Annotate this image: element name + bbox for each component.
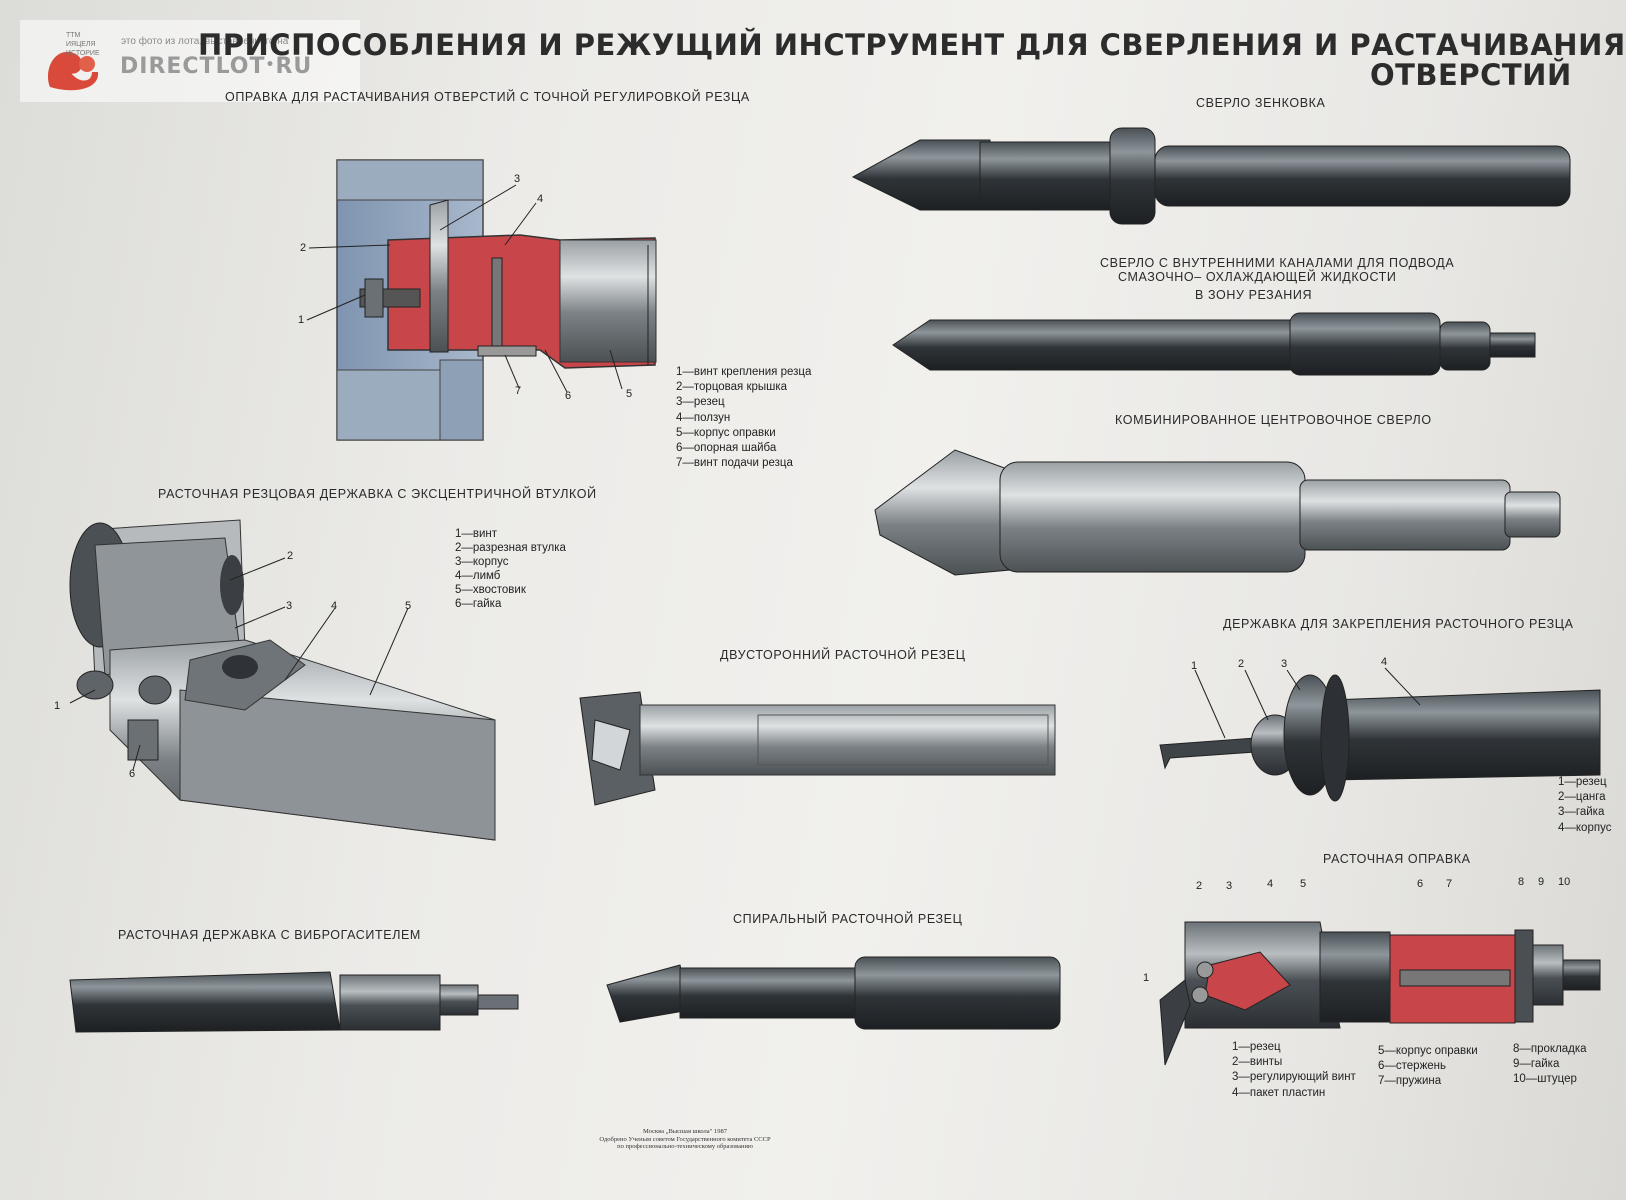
spiral-drawing: [606, 956, 1061, 1030]
legend-item: 1—винт: [455, 528, 498, 540]
legend-item: 2—цанга: [1558, 791, 1606, 804]
opravka-callout-4: 4: [537, 193, 544, 205]
leader-lines: [69, 184, 1421, 771]
watermark-logo-text-3: ИСТОРИЕ: [66, 50, 100, 57]
legend-item: 7—пружина: [1378, 1075, 1442, 1088]
watermark-logo-text-1: ТТМ: [66, 32, 81, 39]
derzhavka-ecc-callout-2: 2: [287, 550, 294, 562]
derzhavka-ecc-callout-3: 3: [286, 600, 293, 612]
opravka-callout-2: 2: [300, 242, 307, 254]
squirrel-logo-icon: [42, 42, 102, 94]
legend-item: 5—хвостовик: [455, 584, 526, 596]
rast-opravka-drawing: [1159, 921, 1601, 1066]
legend-item: 6—опорная шайба: [676, 442, 777, 455]
legend-item: 3—гайка: [1558, 806, 1605, 819]
opravka-drawing: [336, 159, 657, 441]
kanaly-caption-line2: СМАЗОЧНО– ОХЛАЖДАЮЩЕЙ ЖИДКОСТИ: [1118, 270, 1397, 284]
legend-item: 3—резец: [676, 396, 725, 409]
kanaly-caption-line3: В ЗОНУ РЕЗАНИЯ: [1195, 288, 1313, 302]
rast-opravka-legend-b: 5—корпус оправки 6—стержень 7—пружина: [1378, 1044, 1478, 1090]
legend-item: 4—пакет пластин: [1232, 1086, 1326, 1099]
rast-opravka-legend-a: 1—резец 2—винты 3—регулирующий винт 4—па…: [1232, 1040, 1356, 1101]
derzh-rezca-legend: 1—резец 2—цанга 3—гайка 4—корпус: [1558, 775, 1612, 836]
legend-item: 6—стержень: [1378, 1060, 1447, 1073]
rast-opravka-caption: РАСТОЧНАЯ ОПРАВКА: [1323, 852, 1471, 866]
legend-item: 2—разрезная втулка: [455, 542, 566, 554]
watermark-logo-text-2: ИЯЦЕЛЯ: [66, 41, 96, 48]
rast-opravka-callout-2: 2: [1196, 880, 1203, 892]
watermark-tld: RU: [275, 54, 313, 79]
rast-opravka-callout-1: 1: [1143, 972, 1150, 984]
derzh-rezca-caption: ДЕРЖАВКА ДЛЯ ЗАКРЕПЛЕНИЯ РАСТОЧНОГО РЕЗЦ…: [1223, 617, 1574, 631]
derzhavka-ecc-callout-1: 1: [54, 700, 61, 712]
derzh-rezca-callout-3: 3: [1281, 658, 1288, 670]
legend-item: 4—корпус: [1558, 821, 1612, 834]
publisher-line1: Москва „Высшая школа" 1987: [643, 1128, 727, 1135]
opravka-caption: ОПРАВКА ДЛЯ РАСТАЧИВАНИЯ ОТВЕРСТИЙ С ТОЧ…: [225, 90, 750, 104]
rast-opravka-callout-3: 3: [1226, 880, 1233, 892]
zenk-caption: СВЕРЛО ЗЕНКОВКА: [1196, 96, 1326, 110]
poster-title-line1: ПРИСПОСОБЛЕНИЯ И РЕЖУЩИЙ ИНСТРУМЕНТ ДЛЯ …: [198, 28, 1626, 62]
derzhavka-ecc-legend: 1—винт 2—разрезная втулка 3—корпус 4—лим…: [455, 527, 566, 611]
centr-drawing: [874, 449, 1561, 576]
derzh-rezca-callout-4: 4: [1381, 656, 1388, 668]
rast-opravka-legend-c: 8—прокладка 9—гайка 10—штуцер: [1513, 1042, 1587, 1088]
publisher-imprint: Москва „Высшая школа" 1987 Одобрено Учен…: [565, 1128, 805, 1151]
opravka-callout-1: 1: [298, 314, 305, 326]
legend-item: 1—резец: [1232, 1041, 1281, 1053]
rast-opravka-callout-10: 10: [1558, 876, 1571, 888]
derzh-rezca-drawing: [1159, 674, 1601, 802]
legend-item: 2—торцовая крышка: [676, 381, 788, 394]
derzhavka-ecc-callout-4: 4: [331, 600, 338, 612]
derzhavka-ecc-caption: РАСТОЧНАЯ РЕЗЦОВАЯ ДЕРЖАВКА С ЭКСЦЕНТРИЧ…: [158, 487, 597, 501]
kanaly-drawing: [892, 312, 1536, 376]
vibro-caption: РАСТОЧНАЯ ДЕРЖАВКА С ВИБРОГАСИТЕЛЕМ: [118, 928, 421, 942]
opravka-callout-7: 7: [515, 385, 522, 397]
opravka-callout-5: 5: [626, 388, 633, 400]
watermark-site: DIRECTLOT: [120, 54, 266, 79]
derzhavka-ecc-callout-5: 5: [405, 600, 412, 612]
rast-opravka-callout-7: 7: [1446, 878, 1453, 890]
legend-item: 7—винт подачи резца: [676, 457, 793, 470]
poster-title-line2: ОТВЕРСТИЙ: [1370, 58, 1572, 92]
opravka-callout-6: 6: [565, 390, 572, 402]
legend-item: 6—гайка: [455, 598, 502, 610]
watermark-site-link[interactable]: DIRECTLOT•RU: [120, 54, 312, 79]
opravka-legend: 1—винт крепления резца 2—торцовая крышка…: [676, 365, 811, 471]
publisher-line3: по профессионально-техническому образова…: [617, 1143, 753, 1150]
legend-item: 4—лимб: [455, 570, 501, 582]
legend-item: 4—ползун: [676, 411, 731, 424]
dvust-drawing: [579, 691, 1056, 806]
watermark-dot: •: [265, 57, 276, 73]
kanaly-caption-line1: СВЕРЛО С ВНУТРЕННИМИ КАНАЛАМИ ДЛЯ ПОДВОД…: [1100, 256, 1455, 270]
legend-item: 10—штуцер: [1513, 1073, 1577, 1086]
legend-item: 1—винт крепления резца: [676, 366, 812, 378]
rast-opravka-callout-4: 4: [1267, 878, 1274, 890]
legend-item: 3—корпус: [455, 556, 509, 568]
legend-item: 8—прокладка: [1513, 1043, 1587, 1055]
legend-item: 3—регулирующий винт: [1232, 1071, 1356, 1084]
rast-opravka-callout-5: 5: [1300, 878, 1307, 890]
rast-opravka-callout-6: 6: [1417, 878, 1424, 890]
vibro-drawing: [69, 971, 519, 1033]
legend-item: 2—винты: [1232, 1056, 1283, 1069]
centr-caption: КОМБИНИРОВАННОЕ ЦЕНТРОВОЧНОЕ СВЕРЛО: [1115, 413, 1432, 427]
legend-item: 5—корпус оправки: [676, 426, 776, 439]
rast-opravka-callout-8: 8: [1518, 876, 1525, 888]
legend-item: 1—резец: [1558, 776, 1607, 788]
dvust-caption: ДВУСТОРОННИЙ РАСТОЧНОЙ РЕЗЕЦ: [720, 648, 966, 662]
legend-item: 5—корпус оправки: [1378, 1045, 1478, 1057]
derzhavka-ecc-callout-6: 6: [129, 768, 136, 780]
watermark-note: это фото из лота, выставленного на: [121, 36, 289, 47]
derzhavka-ecc-drawing: [69, 519, 496, 841]
opravka-callout-3: 3: [514, 173, 521, 185]
zenk-drawing: [851, 127, 1571, 225]
rast-opravka-callout-9: 9: [1538, 876, 1545, 888]
spiral-caption: СПИРАЛЬНЫЙ РАСТОЧНОЙ РЕЗЕЦ: [733, 912, 963, 926]
derzh-rezca-callout-1: 1: [1191, 660, 1198, 672]
legend-item: 9—гайка: [1513, 1058, 1560, 1071]
publisher-line2: Одобрено Ученым советом Государственного…: [599, 1135, 771, 1143]
derzh-rezca-callout-2: 2: [1238, 658, 1245, 670]
